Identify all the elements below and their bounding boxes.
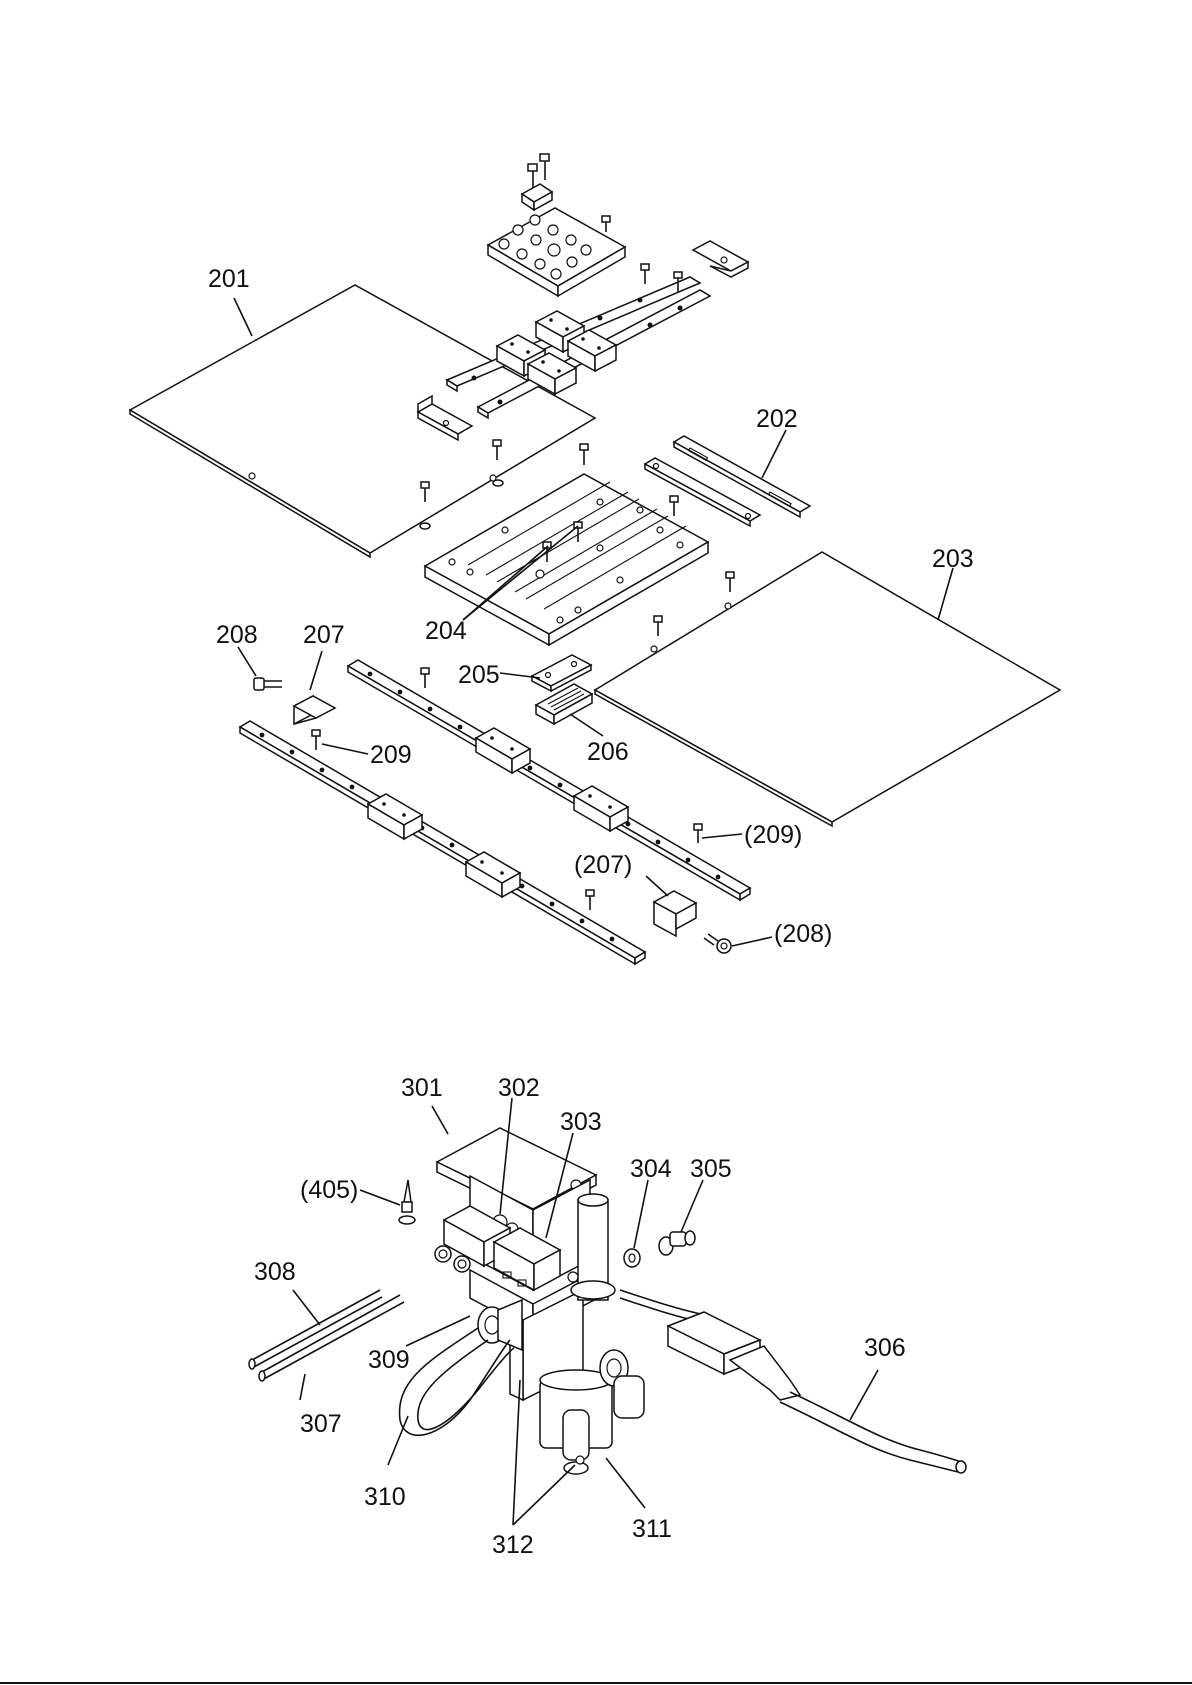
strips-202: [645, 436, 810, 526]
callout-301: 301: [401, 1074, 443, 1102]
callout-405-ref: (405): [300, 1176, 358, 1204]
plate-205: [532, 655, 591, 691]
cable-306: [620, 1290, 966, 1473]
screw-208: [254, 678, 282, 690]
callout-311: 311: [632, 1515, 672, 1543]
callout-205: 205: [458, 661, 500, 689]
callout-209-ref: (209): [744, 821, 802, 849]
lower-rail-front: [240, 721, 645, 964]
lower-assembly: 301 302 303 304 305 306 307 308 309 310 …: [249, 1074, 966, 1559]
upper-assembly: 201 202 203 204 205 206 207 208 209 (209…: [130, 154, 1060, 964]
callout-310: 310: [364, 1483, 406, 1511]
callout-209: 209: [370, 741, 412, 769]
callout-207-ref: (207): [574, 851, 632, 879]
callout-207: 207: [303, 621, 345, 649]
tube-310: [400, 1328, 514, 1435]
leader-lines-lower: [293, 1098, 878, 1525]
cylinder-tube: [571, 1194, 615, 1300]
callout-202: 202: [756, 405, 798, 433]
callout-307: 307: [300, 1410, 342, 1438]
callout-309: 309: [368, 1346, 410, 1374]
callout-208: 208: [216, 621, 258, 649]
nozzle-405: [399, 1180, 415, 1224]
callout-305: 305: [690, 1155, 732, 1183]
callout-306: 306: [864, 1334, 906, 1362]
stop-bracket-207-ref: [654, 891, 696, 936]
screw-208-ref: [704, 934, 731, 953]
callout-312: 312: [492, 1531, 534, 1559]
callout-206: 206: [587, 738, 629, 766]
screw-209-ref: [694, 824, 702, 843]
small-bracket-top-right: [693, 241, 748, 277]
base-plate-204: [425, 474, 708, 645]
carriage-plate: [488, 208, 625, 296]
callout-208-ref: (208): [774, 920, 832, 948]
callout-302: 302: [498, 1074, 540, 1102]
callout-304: 304: [630, 1155, 672, 1183]
callout-303: 303: [560, 1108, 602, 1136]
plate-203: [595, 552, 1060, 826]
callout-203: 203: [932, 545, 974, 573]
callout-204: 204: [425, 617, 467, 645]
washer-304: [624, 1249, 640, 1267]
callout-308: 308: [254, 1258, 296, 1286]
connector-206: [536, 684, 592, 724]
stop-bracket-207: [294, 696, 335, 724]
screw-209: [312, 730, 320, 750]
fitting-305: [659, 1231, 695, 1255]
top-block: [522, 154, 552, 210]
filter-bowl-311: [540, 1370, 612, 1474]
callout-201: 201: [208, 265, 250, 293]
